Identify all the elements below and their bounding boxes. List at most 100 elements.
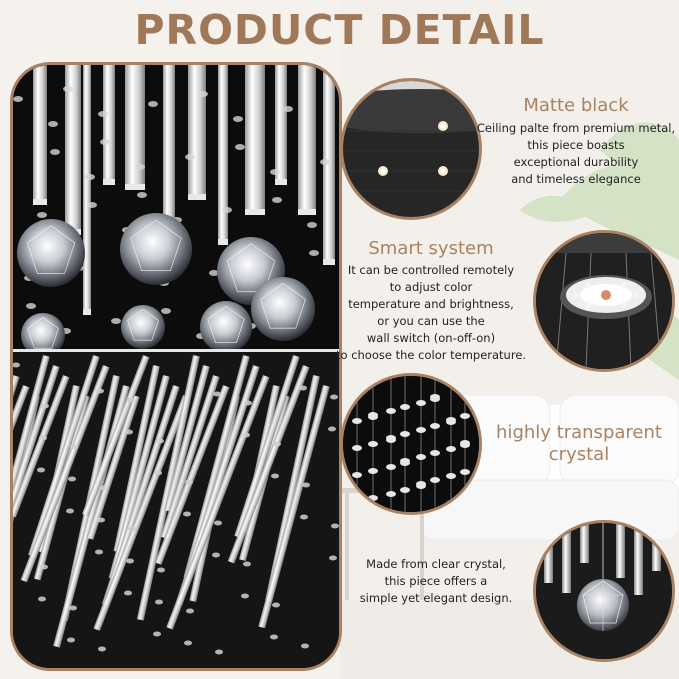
crystal-ball-photo <box>533 520 675 662</box>
crystal-bead <box>244 400 252 406</box>
crystal-bead <box>137 192 147 198</box>
crystal-bead <box>301 643 309 649</box>
crystal-bead <box>283 106 293 112</box>
crystal-bead <box>241 593 249 599</box>
desc-line: or you can use the <box>377 314 485 328</box>
heading-line: highly transparent <box>496 422 662 443</box>
crystal-bead <box>213 391 221 397</box>
crystal-rod <box>103 65 115 185</box>
ball-facet <box>226 243 276 292</box>
crystal-bead <box>87 202 97 208</box>
crystal-bead <box>135 164 145 170</box>
crystal-bead <box>209 270 219 276</box>
crystal-bead <box>50 149 60 155</box>
crystal-bead <box>215 649 223 655</box>
crystal-bead <box>368 495 378 501</box>
crystal-ball <box>121 305 165 349</box>
crystal-bead <box>185 479 193 485</box>
crystal-bead <box>368 468 378 474</box>
crystal-bead <box>154 470 162 476</box>
crystal-bead <box>38 596 46 602</box>
crystal-rod <box>20 365 110 583</box>
crystal-bead <box>214 520 222 526</box>
crystal-ball <box>17 219 85 287</box>
desc-line: temperature and brightness, <box>348 297 514 311</box>
crystal-bead <box>41 403 49 409</box>
crystal-bead <box>126 558 134 564</box>
crystal-bead <box>128 526 136 532</box>
crystal-bead <box>416 481 426 487</box>
crystal-rod <box>245 65 265 215</box>
crystal-bead <box>99 485 107 491</box>
crystal-ball <box>251 277 315 341</box>
crystal-bead <box>270 634 278 640</box>
crystal-bead <box>446 446 456 452</box>
crystal-rod <box>33 65 47 205</box>
crystal-bead <box>125 429 133 435</box>
crystal-rod <box>154 385 230 565</box>
crystal-bead <box>368 412 378 418</box>
crystal-bead <box>330 394 338 400</box>
rod-cap <box>188 194 206 200</box>
crystal-bead <box>26 303 36 309</box>
crystal-bead <box>386 464 396 470</box>
crystal-rod <box>113 365 160 553</box>
crystal-bead <box>85 174 95 180</box>
crystal-bead <box>460 413 470 419</box>
crystal-bead <box>184 640 192 646</box>
crystal-bead <box>157 567 165 573</box>
crystal-bead <box>329 555 337 561</box>
ball-facet <box>26 225 76 274</box>
crystal-bead <box>331 523 339 529</box>
feature-heading-matte-black: Matte black <box>523 95 629 116</box>
crystal-ball <box>21 313 65 357</box>
crystal-bead <box>460 469 470 475</box>
desc-line: wall switch (on-off-on) <box>366 331 496 345</box>
crystal-rod <box>13 365 60 624</box>
desc-line: simple yet elegant design. <box>359 591 513 605</box>
crystal-bead <box>352 445 362 451</box>
desc-line: to choose the color temperature. <box>336 348 527 362</box>
crystal-bead <box>302 482 310 488</box>
crystal-rod <box>323 65 335 265</box>
crystal-bead <box>416 427 426 433</box>
rod-cap <box>33 199 47 205</box>
crystal-bead <box>148 101 158 107</box>
crystal-bead <box>96 388 104 394</box>
crystal-rod <box>183 355 250 579</box>
crystal-bead <box>98 111 108 117</box>
crystal-rod <box>28 355 100 557</box>
crystal-bead <box>307 222 317 228</box>
crystal-bead <box>124 590 132 596</box>
crystal-bead <box>70 444 78 450</box>
crystal-bead <box>97 517 105 523</box>
crystal-rod <box>188 65 206 200</box>
crystal-bead <box>233 116 243 122</box>
crystal-bead <box>100 139 110 145</box>
crystal-rod <box>227 364 310 564</box>
crystal-rod <box>275 65 287 185</box>
desc-line: this piece offers a <box>384 574 488 588</box>
crystal-bead <box>127 397 135 403</box>
feature-desc-matte-black: Ceiling palte from premium metal, this p… <box>476 120 676 188</box>
crystal-rod <box>164 365 210 512</box>
crystal-bead <box>40 564 48 570</box>
crystal-bead <box>320 159 330 165</box>
ball-facet <box>207 305 245 343</box>
crystal-ball <box>120 213 192 285</box>
crystal-ball <box>200 301 252 353</box>
rod-cap <box>245 209 265 215</box>
crystal-bead <box>95 549 103 555</box>
crystal-bead <box>242 432 250 438</box>
crystal-bead <box>198 91 208 97</box>
crystal-bead <box>156 438 164 444</box>
crystal-bead <box>48 121 58 127</box>
crystal-bead <box>37 467 45 473</box>
crystal-bead <box>13 362 20 368</box>
ball-facet <box>27 316 59 349</box>
feature-desc-smart-system: It can be controlled remotely to adjust … <box>336 262 526 364</box>
crystal-bead <box>67 637 75 643</box>
crystal-rod <box>13 375 70 518</box>
crystal-bead <box>460 440 470 446</box>
heading-line: crystal <box>548 444 610 465</box>
